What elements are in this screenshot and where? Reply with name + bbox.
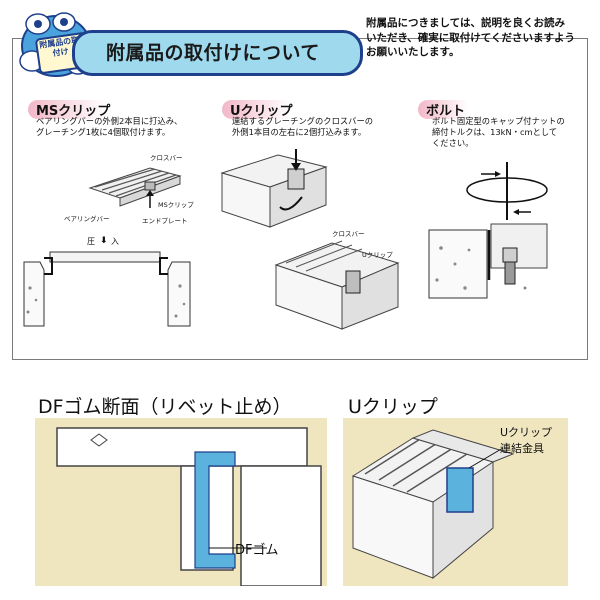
desc-line: ボルト固定型のキャップ付ナットの — [432, 116, 565, 126]
desc-line: 連結するグレーチングのクロスバーの — [232, 116, 374, 126]
label-press: 圧 — [87, 237, 95, 246]
section-desc-bolt: ボルト固定型のキャップ付ナットの 締付トルクは、13kN・cmとして ください。 — [432, 116, 565, 149]
df-rubber-label: DFゴム — [235, 543, 279, 558]
section-title-u-clip: Uクリップ — [222, 100, 309, 119]
label-insert: 入 — [111, 237, 119, 246]
u-clip-label: Uクリップ — [500, 426, 553, 439]
section-desc-u-clip: 連結するグレーチングのクロスバーの 外側1本目の左右に2個打込みます。 — [232, 116, 373, 138]
u-clip-install-diagram — [220, 149, 328, 228]
u-clip-connection-large-diagram — [351, 429, 515, 580]
intro-line: お願いいたします。 — [366, 46, 460, 58]
label-end-plate: エンドプレート — [142, 217, 188, 225]
label-u-clip-small: Uクリップ — [362, 251, 393, 259]
desc-line: 締付トルクは、13kN・cmとして — [432, 127, 558, 137]
connector-label: 連結金具 — [500, 442, 544, 455]
title-band — [72, 30, 363, 76]
label-ms-clip: MSクリップ — [158, 201, 194, 209]
label-crossbar-u: クロスバー — [332, 230, 365, 238]
section-title-ms-clip: MSクリップ — [28, 100, 127, 119]
df-rubber-section-diagram — [56, 427, 322, 587]
label-bearing-bar: ベアリングバー — [64, 215, 110, 223]
u-clip-connection-diagram — [274, 240, 400, 330]
desc-line: ベアリングバーの外側2本目に打込み、 — [36, 116, 183, 126]
intro-line: 附属品につきましては、説明を良くお読み — [366, 17, 565, 29]
ms-clip-section-diagram — [23, 251, 191, 327]
intro-text: 附属品につきましては、説明を良くお読み いただき、確実に取付けてくださいますよう… — [366, 16, 590, 60]
intro-line: いただき、確実に取付けてくださいますよう — [366, 31, 575, 44]
label-crossbar: クロスバー — [150, 154, 183, 162]
mascot-icon — [19, 12, 91, 77]
ms-clip-grating-diagram — [88, 167, 182, 208]
u-clip-title: Uクリップ — [348, 396, 438, 418]
desc-line: 外側1本目の左右に2個打込みます。 — [232, 127, 367, 137]
desc-line: ください。 — [432, 138, 474, 148]
u-clip-panel — [343, 418, 568, 586]
page-title: 附属品の取付けについて — [106, 42, 320, 64]
section-desc-ms-clip: ベアリングバーの外側2本目に打込み、 グレーチング1枚に4個取付けます。 — [36, 116, 182, 138]
down-arrow-icon: ⬇ — [100, 236, 108, 246]
df-rubber-panel — [35, 418, 327, 587]
bolt-torque-diagram — [428, 162, 548, 299]
df-rubber-title: DFゴム断面（リベット止め） — [38, 396, 292, 418]
desc-line: グレーチング1枚に4個取付けます。 — [36, 127, 171, 137]
section-title-bolt: ボルト — [418, 100, 482, 119]
